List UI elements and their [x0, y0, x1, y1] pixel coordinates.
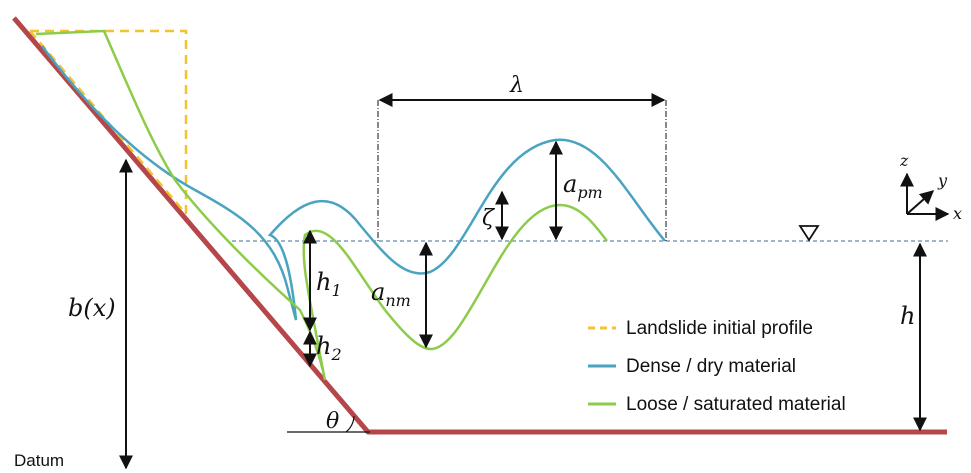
lambda-label: λ	[509, 73, 524, 98]
axis-x-label: x	[953, 204, 962, 223]
legend-label-loose: Loose / saturated material	[626, 394, 846, 415]
theta-label: θ	[326, 409, 339, 434]
axis-z-label: z	[899, 151, 909, 170]
datum-label: Datum	[14, 451, 64, 470]
water-level-icon	[798, 225, 820, 242]
legend-label-dense: Dense / dry material	[626, 356, 796, 377]
ground-profile	[12, 16, 947, 435]
h-label: h	[900, 302, 915, 330]
anm-label: anm	[371, 278, 411, 310]
axes-icon	[900, 172, 950, 221]
legend-label-initial: Landslide initial profile	[626, 318, 813, 339]
h2-label: h2	[316, 332, 342, 364]
theta-arc	[345, 415, 355, 433]
zeta-label: ζ	[482, 206, 496, 231]
axis-y-label: y	[937, 171, 948, 190]
legend: Landslide initial profile Dense / dry ma…	[588, 318, 846, 415]
apm-label: apm	[563, 170, 603, 202]
h1-label: h1	[316, 268, 342, 300]
bx-label: b(x)	[68, 294, 116, 322]
